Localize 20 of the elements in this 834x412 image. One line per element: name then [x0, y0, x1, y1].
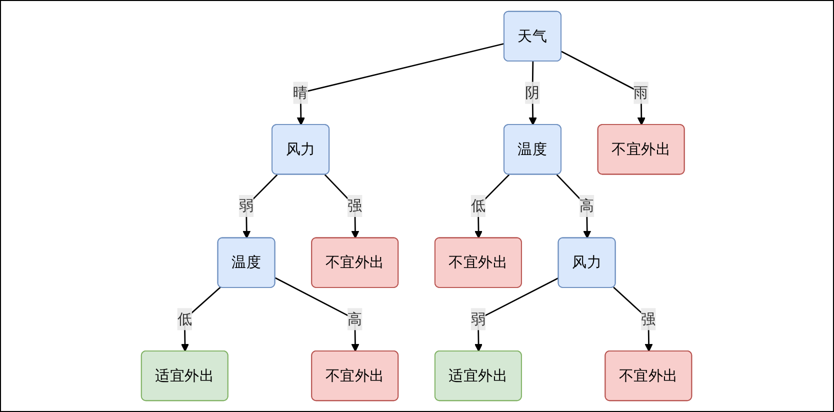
edge-label: 雨 [634, 84, 649, 102]
edge-label: 晴 [294, 84, 308, 102]
arrow [275, 277, 360, 352]
edge-label: 强 [642, 310, 656, 328]
edge-label: 高 [580, 196, 595, 214]
arrow [614, 286, 654, 352]
arrow [474, 277, 560, 352]
edge-label: 低 [178, 310, 192, 328]
arrow [297, 42, 506, 126]
arrow [243, 174, 278, 239]
arrow [324, 174, 360, 239]
arrow [562, 50, 646, 126]
edge-label: 阴 [526, 84, 540, 102]
arrow [474, 174, 510, 239]
arrow [181, 286, 222, 352]
edge-label: 强 [348, 196, 363, 214]
edge-label: 弱 [471, 310, 486, 328]
edge-label: 低 [471, 196, 486, 214]
edge-label: 弱 [239, 196, 254, 214]
edge-label: 高 [348, 310, 363, 328]
